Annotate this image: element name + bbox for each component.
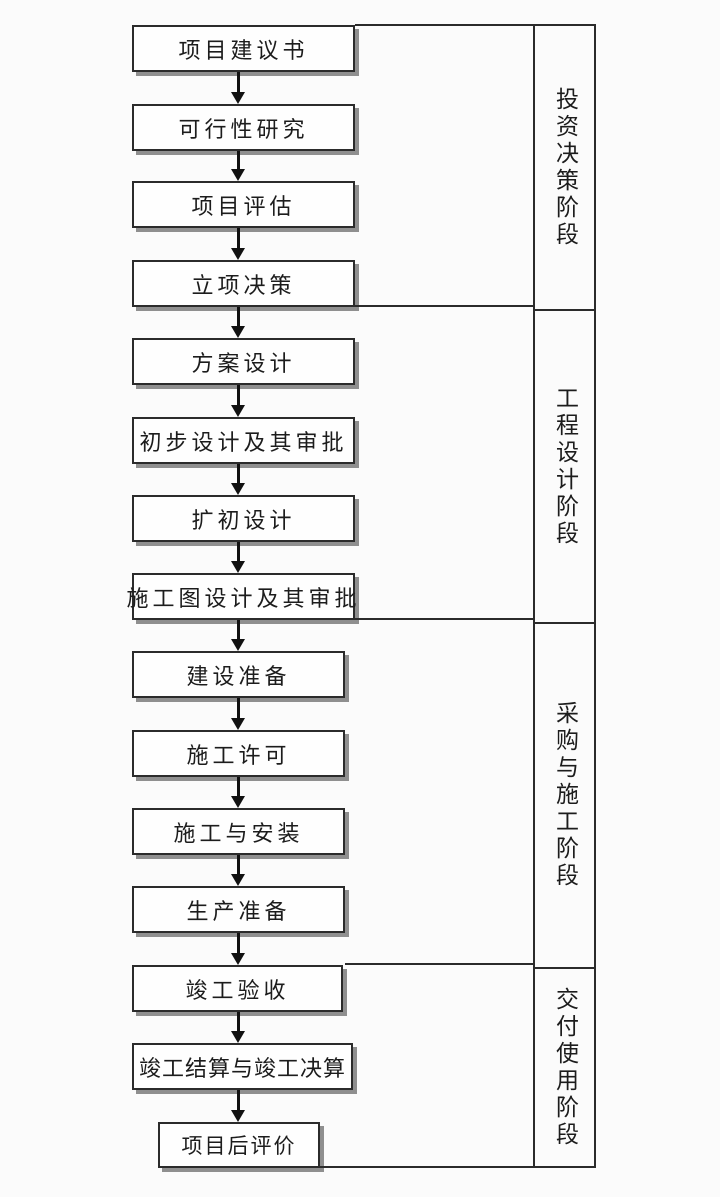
- flow-step-box: 初步设计及其审批: [132, 417, 355, 464]
- flow-step-box: 可行性研究: [132, 104, 355, 151]
- phase-boundary-line: [355, 618, 533, 620]
- flow-step-box: 项目后评价: [158, 1122, 320, 1168]
- arrow-down-icon: [231, 542, 245, 573]
- arrow-down-icon: [231, 855, 245, 886]
- arrow-down-icon: [231, 72, 245, 104]
- phase-boundary-line: [320, 1166, 533, 1168]
- phase-boundary-line: [345, 963, 533, 965]
- flow-step-box: 扩初设计: [132, 495, 355, 542]
- arrow-down-icon: [231, 620, 245, 651]
- phase-boundary-line: [355, 24, 533, 26]
- phase-sidebar: 投资决策阶段 工程设计阶段 采购与施工阶段 交付使用阶段: [533, 24, 596, 1168]
- flow-step-box: 立项决策: [132, 260, 355, 307]
- arrow-down-icon: [231, 698, 245, 730]
- arrow-down-icon: [231, 464, 245, 495]
- arrow-down-icon: [231, 1012, 245, 1043]
- phase-boundary-line: [355, 305, 533, 307]
- arrow-down-icon: [231, 307, 245, 338]
- arrow-down-icon: [231, 933, 245, 965]
- phase-label-investment-decision: 投资决策阶段: [551, 86, 578, 249]
- arrow-down-icon: [231, 777, 245, 808]
- arrow-down-icon: [231, 1090, 245, 1122]
- phase-label-procurement-construction: 采购与施工阶段: [535, 622, 594, 967]
- flow-step-box: 施工与安装: [132, 808, 345, 855]
- flow-step-box: 项目建议书: [132, 25, 355, 72]
- flow-step-box: 项目评估: [132, 181, 355, 228]
- flow-step-box: 方案设计: [132, 338, 355, 385]
- arrow-down-icon: [231, 228, 245, 260]
- arrow-down-icon: [231, 385, 245, 417]
- flow-step-box: 施工许可: [132, 730, 345, 777]
- phase-label-delivery-use: 交付使用阶段: [535, 967, 594, 1166]
- flow-step-box: 生产准备: [132, 886, 345, 933]
- phase-label-engineering-design: 工程设计阶段: [535, 309, 594, 622]
- flow-step-box: 竣工验收: [132, 965, 343, 1012]
- flow-step-box: 竣工结算与竣工决算: [132, 1043, 353, 1090]
- flow-step-box: 施工图设计及其审批: [127, 573, 357, 620]
- arrow-down-icon: [231, 151, 245, 181]
- flow-step-box: 建设准备: [132, 651, 345, 698]
